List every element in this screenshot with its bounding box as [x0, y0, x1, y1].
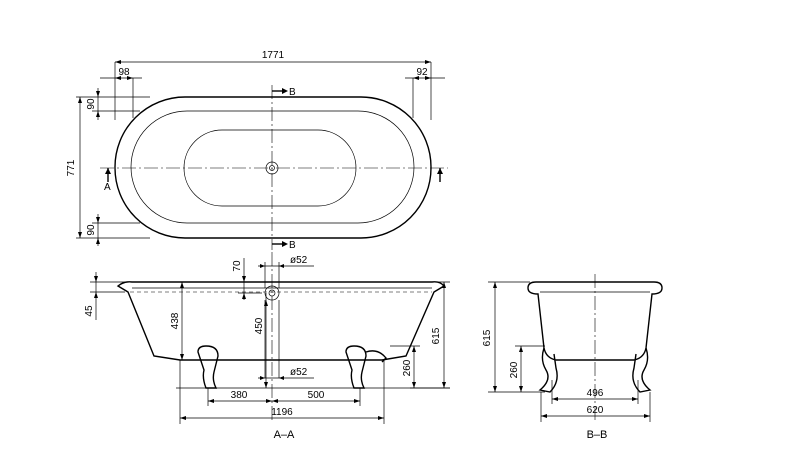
tub-profile-aa — [116, 281, 446, 361]
overall-length-label: 1771 — [262, 50, 285, 61]
section-aa: 45 438 70 ø52 450 ø52 — [84, 252, 450, 441]
tub-inner-rim — [130, 110, 415, 224]
overall-height-aa-label: 615 — [431, 327, 442, 344]
section-bb-caption: B–B — [587, 429, 608, 441]
foot-height-bb-label: 260 — [509, 361, 520, 378]
rim-top-label: 90 — [86, 98, 97, 110]
rim-left-label: 98 — [118, 67, 130, 78]
foot-to-center-right-label: 500 — [308, 390, 325, 401]
inner-foot-span-label: 496 — [587, 388, 604, 399]
section-b-top-marker: B — [289, 87, 296, 98]
drain-inner — [269, 165, 275, 171]
foot-right-aa — [345, 345, 367, 389]
section-a-marker: A — [104, 182, 111, 193]
section-bb: 615 260 496 620 B–B — [482, 274, 663, 441]
foot-span-label: 1196 — [271, 407, 293, 418]
foot-left-aa — [197, 345, 219, 389]
section-b-bottom-marker: B — [289, 240, 296, 251]
top-view: 1771 98 92 771 90 90 B — [66, 50, 448, 251]
rim-height-label: 45 — [84, 305, 95, 317]
tub-outer-rim — [114, 96, 432, 239]
section-aa-caption: A–A — [274, 429, 295, 441]
overall-height-bb-label: 615 — [482, 329, 493, 346]
inner-depth-label: 438 — [170, 312, 181, 329]
rim-right-label: 92 — [416, 67, 428, 78]
waste-diameter-top-label: ø52 — [290, 255, 308, 266]
outer-foot-span-label: 620 — [587, 405, 604, 416]
foot-left-bb — [538, 347, 558, 393]
overall-width-label: 771 — [66, 159, 77, 176]
foot-to-center-left-label: 380 — [231, 390, 248, 401]
waste-diameter-bottom-label: ø52 — [290, 367, 308, 378]
waste-overflow — [264, 285, 280, 301]
waste-offset-label: 70 — [232, 260, 243, 272]
foot-height-aa-label: 260 — [402, 359, 413, 376]
foot-right-bb — [632, 347, 652, 393]
rim-bottom-label: 90 — [86, 224, 97, 236]
waste-height-label: 450 — [254, 317, 265, 334]
